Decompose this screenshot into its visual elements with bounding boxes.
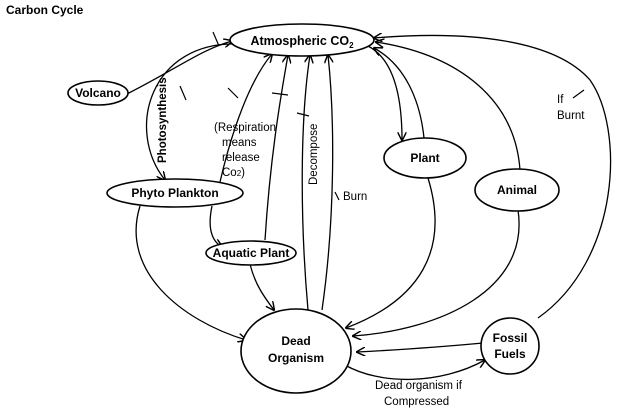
svg-text:Animal: Animal [497, 183, 537, 197]
node-dead-organism: Dead Organism [240, 308, 352, 394]
edge-animal-to-atmosphere [376, 42, 521, 171]
edge-atmosphere-to-phyto-plankton [145, 43, 241, 180]
svg-text:Fuels: Fuels [494, 347, 526, 361]
svg-text:Fossil: Fossil [493, 331, 528, 345]
decompose-label: Decompose [308, 124, 320, 185]
svg-text:Aquatic Plant: Aquatic Plant [213, 246, 290, 260]
node-phyto-plankton: Phyto Plankton [106, 178, 244, 208]
edge-atmosphere-to-plant [367, 45, 402, 140]
tick-mark [572, 89, 585, 99]
edge-aquatic-plant-to-dead-organism [249, 263, 274, 310]
tick-mark [212, 31, 220, 47]
svg-text:Phyto Plankton: Phyto Plankton [131, 186, 218, 200]
node-atmospheric-co2: Atmospheric CO2 [229, 23, 375, 57]
edge-fossil-fuels-to-dead-organism [357, 342, 484, 352]
edge-dead-organism-decompose-to-atmosphere [301, 55, 310, 311]
edge-phyto-plankton-to-aquatic-plant [209, 205, 222, 247]
edge-dead-organism-to-fossil-fuels [344, 360, 485, 381]
edge-phyto-plankton-to-atmosphere [219, 54, 272, 183]
diagram-title: Carbon Cycle [6, 3, 84, 17]
edge-phyto-plankton-to-dead-organism [135, 205, 246, 340]
dead-if-compressed-label: Dead organism if Compressed [375, 380, 465, 408]
tick-mark [227, 87, 239, 99]
tick-mark [179, 85, 187, 101]
svg-text:Plant: Plant [410, 151, 439, 165]
edge-fossil-fuels-to-atmosphere [374, 35, 612, 319]
node-fossil-fuels: Fossil Fuels [480, 317, 540, 375]
svg-text:Volcano: Volcano [75, 86, 121, 100]
if-burnt-label: If Burnt [557, 94, 585, 122]
svg-text:Organism: Organism [268, 351, 324, 365]
edge-dead-organism-burn-to-atmosphere [321, 55, 333, 311]
respiration-label: (Respiration means release Co2) [214, 122, 279, 179]
node-aquatic-plant: Aquatic Plant [205, 240, 297, 266]
edge-volcano-to-atmosphere [124, 41, 232, 96]
edge-plant-to-dead-organism [346, 177, 436, 328]
burn-label: Burn [343, 191, 367, 203]
tick-mark [271, 92, 289, 96]
node-volcano: Volcano [67, 80, 129, 106]
node-plant: Plant [383, 137, 467, 179]
svg-text:Dead: Dead [281, 334, 310, 348]
tick-mark [296, 112, 310, 117]
tick-mark [334, 191, 340, 201]
edge-animal-to-dead-organism [353, 209, 520, 336]
edge-aquatic-plant-to-atmosphere [264, 55, 288, 241]
photosynthesis-label: Photosynthesis [157, 77, 169, 163]
edge-plant-to-atmosphere [374, 48, 425, 139]
node-animal: Animal [474, 168, 560, 212]
svg-text:Atmospheric CO2: Atmospheric CO2 [250, 34, 354, 50]
